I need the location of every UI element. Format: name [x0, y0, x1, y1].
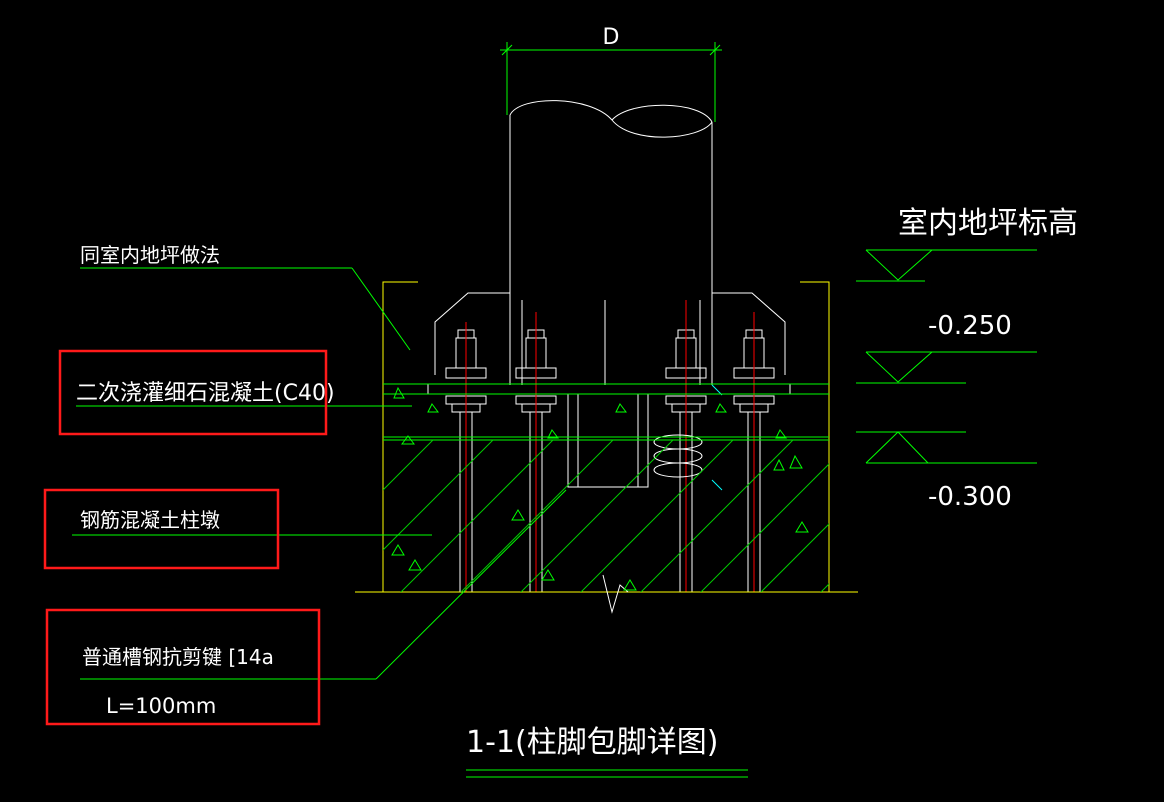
note-pedestal: 钢筋混凝土柱墩 — [80, 508, 220, 532]
drawing-title: 1-1(柱脚包脚详图) — [466, 725, 718, 760]
note-floor-finish: 同室内地坪做法 — [80, 243, 220, 267]
concrete-pedestal — [355, 281, 858, 614]
highlight-box-shear-key — [45, 608, 321, 726]
elevation-value-1: -0.250 — [928, 311, 1012, 341]
anchor-bolt — [445, 322, 487, 592]
dimension-d: D — [500, 25, 722, 122]
note-shear-key-length: L=100mm — [106, 694, 216, 718]
elevation-title: 室内地坪标高 — [898, 206, 1078, 241]
drawing-title-block: 1-1(柱脚包脚详图) — [466, 725, 748, 778]
anchor-bolt — [733, 312, 775, 592]
leader-lines — [72, 267, 567, 680]
base-plate-assembly — [427, 292, 791, 592]
coil-symbol — [653, 434, 703, 478]
highlight-box-pedestal — [43, 488, 280, 570]
anchor-bolt — [665, 300, 707, 592]
concrete-aggregate-marks — [391, 386, 809, 591]
elevation-markers: 室内地坪标高 -0.250 -0.300 — [856, 206, 1078, 512]
elevation-value-2: -0.300 — [928, 482, 1012, 512]
anchor-bolt — [515, 312, 557, 592]
column-section — [509, 100, 713, 385]
note-shear-key: 普通槽钢抗剪键 [14a — [82, 645, 274, 669]
note-grout: 二次浇灌细石混凝土(C40) — [76, 381, 335, 406]
pedestal-hatch — [383, 440, 829, 592]
highlight-box-grout — [58, 349, 328, 436]
dimension-label: D — [603, 25, 620, 50]
